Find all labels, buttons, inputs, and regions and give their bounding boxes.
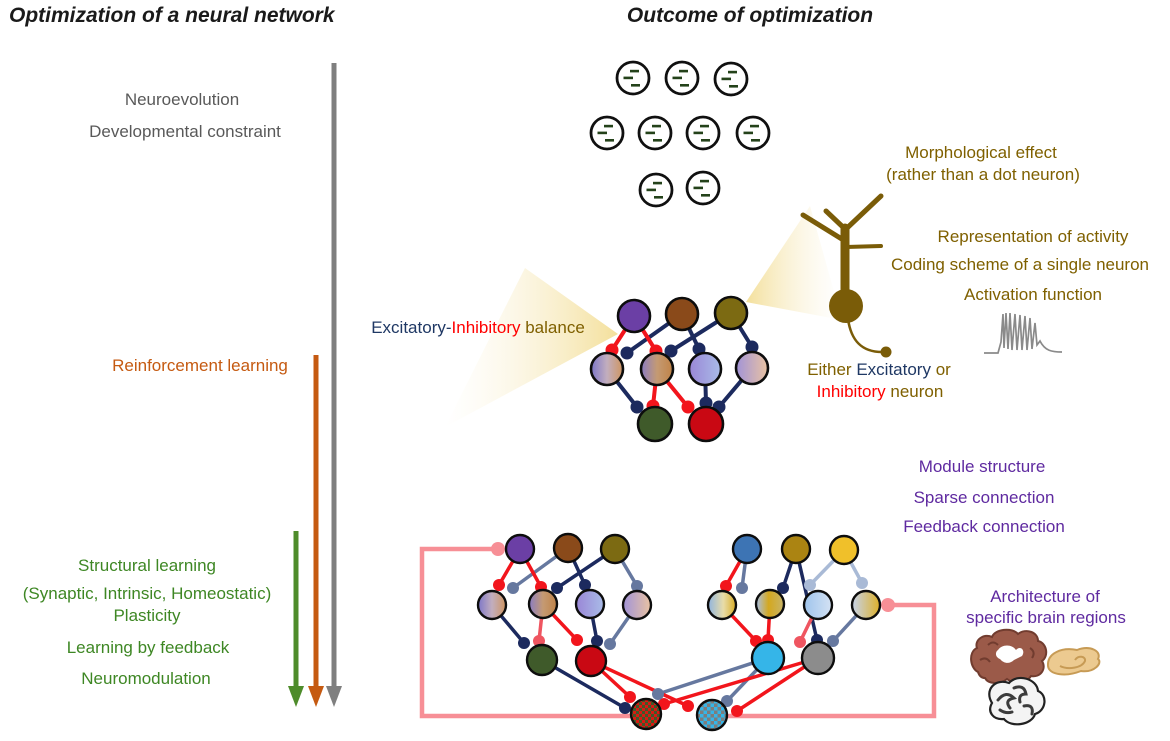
label-either-line2: Inhibitory neuron	[817, 382, 944, 401]
label-excitatory-part: Excitatory-	[371, 318, 452, 337]
label-module-structure: Module structure	[918, 457, 1046, 476]
cerebellum-icon	[988, 676, 1046, 726]
cortex-icon	[970, 628, 1048, 684]
spike-train-icon	[984, 312, 1063, 354]
label-either-line1: Either Excitatory or	[807, 360, 951, 379]
label-architecture-of: Architecture of	[990, 587, 1100, 606]
neuron-morphology-icon	[800, 193, 892, 358]
light-beam-icon	[445, 268, 618, 427]
label-activation-function: Activation function	[964, 285, 1102, 304]
small-network-icon	[589, 295, 770, 443]
label-neuroevolution: Neuroevolution	[124, 90, 240, 109]
label-excitatory-word: Excitatory	[856, 360, 931, 379]
feedback-loop-icon	[419, 546, 937, 719]
label-coding-scheme: Coding scheme of a single neuron	[891, 255, 1149, 274]
label-specific-brain-regions: specific brain regions	[966, 608, 1126, 627]
orange-arrow-icon	[308, 355, 324, 707]
label-either-part: Either	[807, 360, 857, 379]
gray-arrow-icon	[326, 63, 342, 707]
module-network-icon	[476, 532, 882, 732]
label-inhibitory-word: Inhibitory	[816, 382, 886, 401]
label-representation-activity: Representation of activity	[937, 227, 1129, 246]
label-feedback-connection: Feedback connection	[903, 517, 1065, 536]
label-plasticity: Plasticity	[113, 606, 181, 625]
label-or-part: or	[930, 360, 951, 379]
label-morphological-effect: Morphological effect	[905, 143, 1057, 162]
label-ei-balance: Excitatory-Inhibitory balance	[371, 318, 585, 337]
label-learning-by-feedback: Learning by feedback	[66, 638, 230, 657]
hippocampus-icon	[1046, 647, 1101, 676]
label-sparse-connection: Sparse connection	[913, 488, 1055, 507]
label-developmental-constraint: Developmental constraint	[89, 122, 281, 141]
green-arrow-icon	[288, 531, 304, 707]
label-structural-learning: Structural learning	[78, 556, 216, 575]
label-reinforcement-learning: Reinforcement learning	[112, 356, 288, 375]
label-balance-part: balance	[520, 318, 585, 337]
label-rather-than-dot: (rather than a dot neuron)	[886, 165, 1080, 184]
label-neuromodulation: Neuromodulation	[81, 669, 211, 688]
label-plasticity-types: (Synaptic, Intrinsic, Homeostatic)	[22, 584, 272, 603]
label-neuron-word: neuron	[885, 382, 944, 401]
dot-neuron-icon	[589, 60, 771, 208]
title-right: Outcome of optimization	[626, 4, 874, 27]
light-beam-icon	[746, 206, 842, 320]
label-inhibitory-part: Inhibitory	[451, 318, 521, 337]
title-left: Optimization of a neural network	[9, 4, 335, 27]
